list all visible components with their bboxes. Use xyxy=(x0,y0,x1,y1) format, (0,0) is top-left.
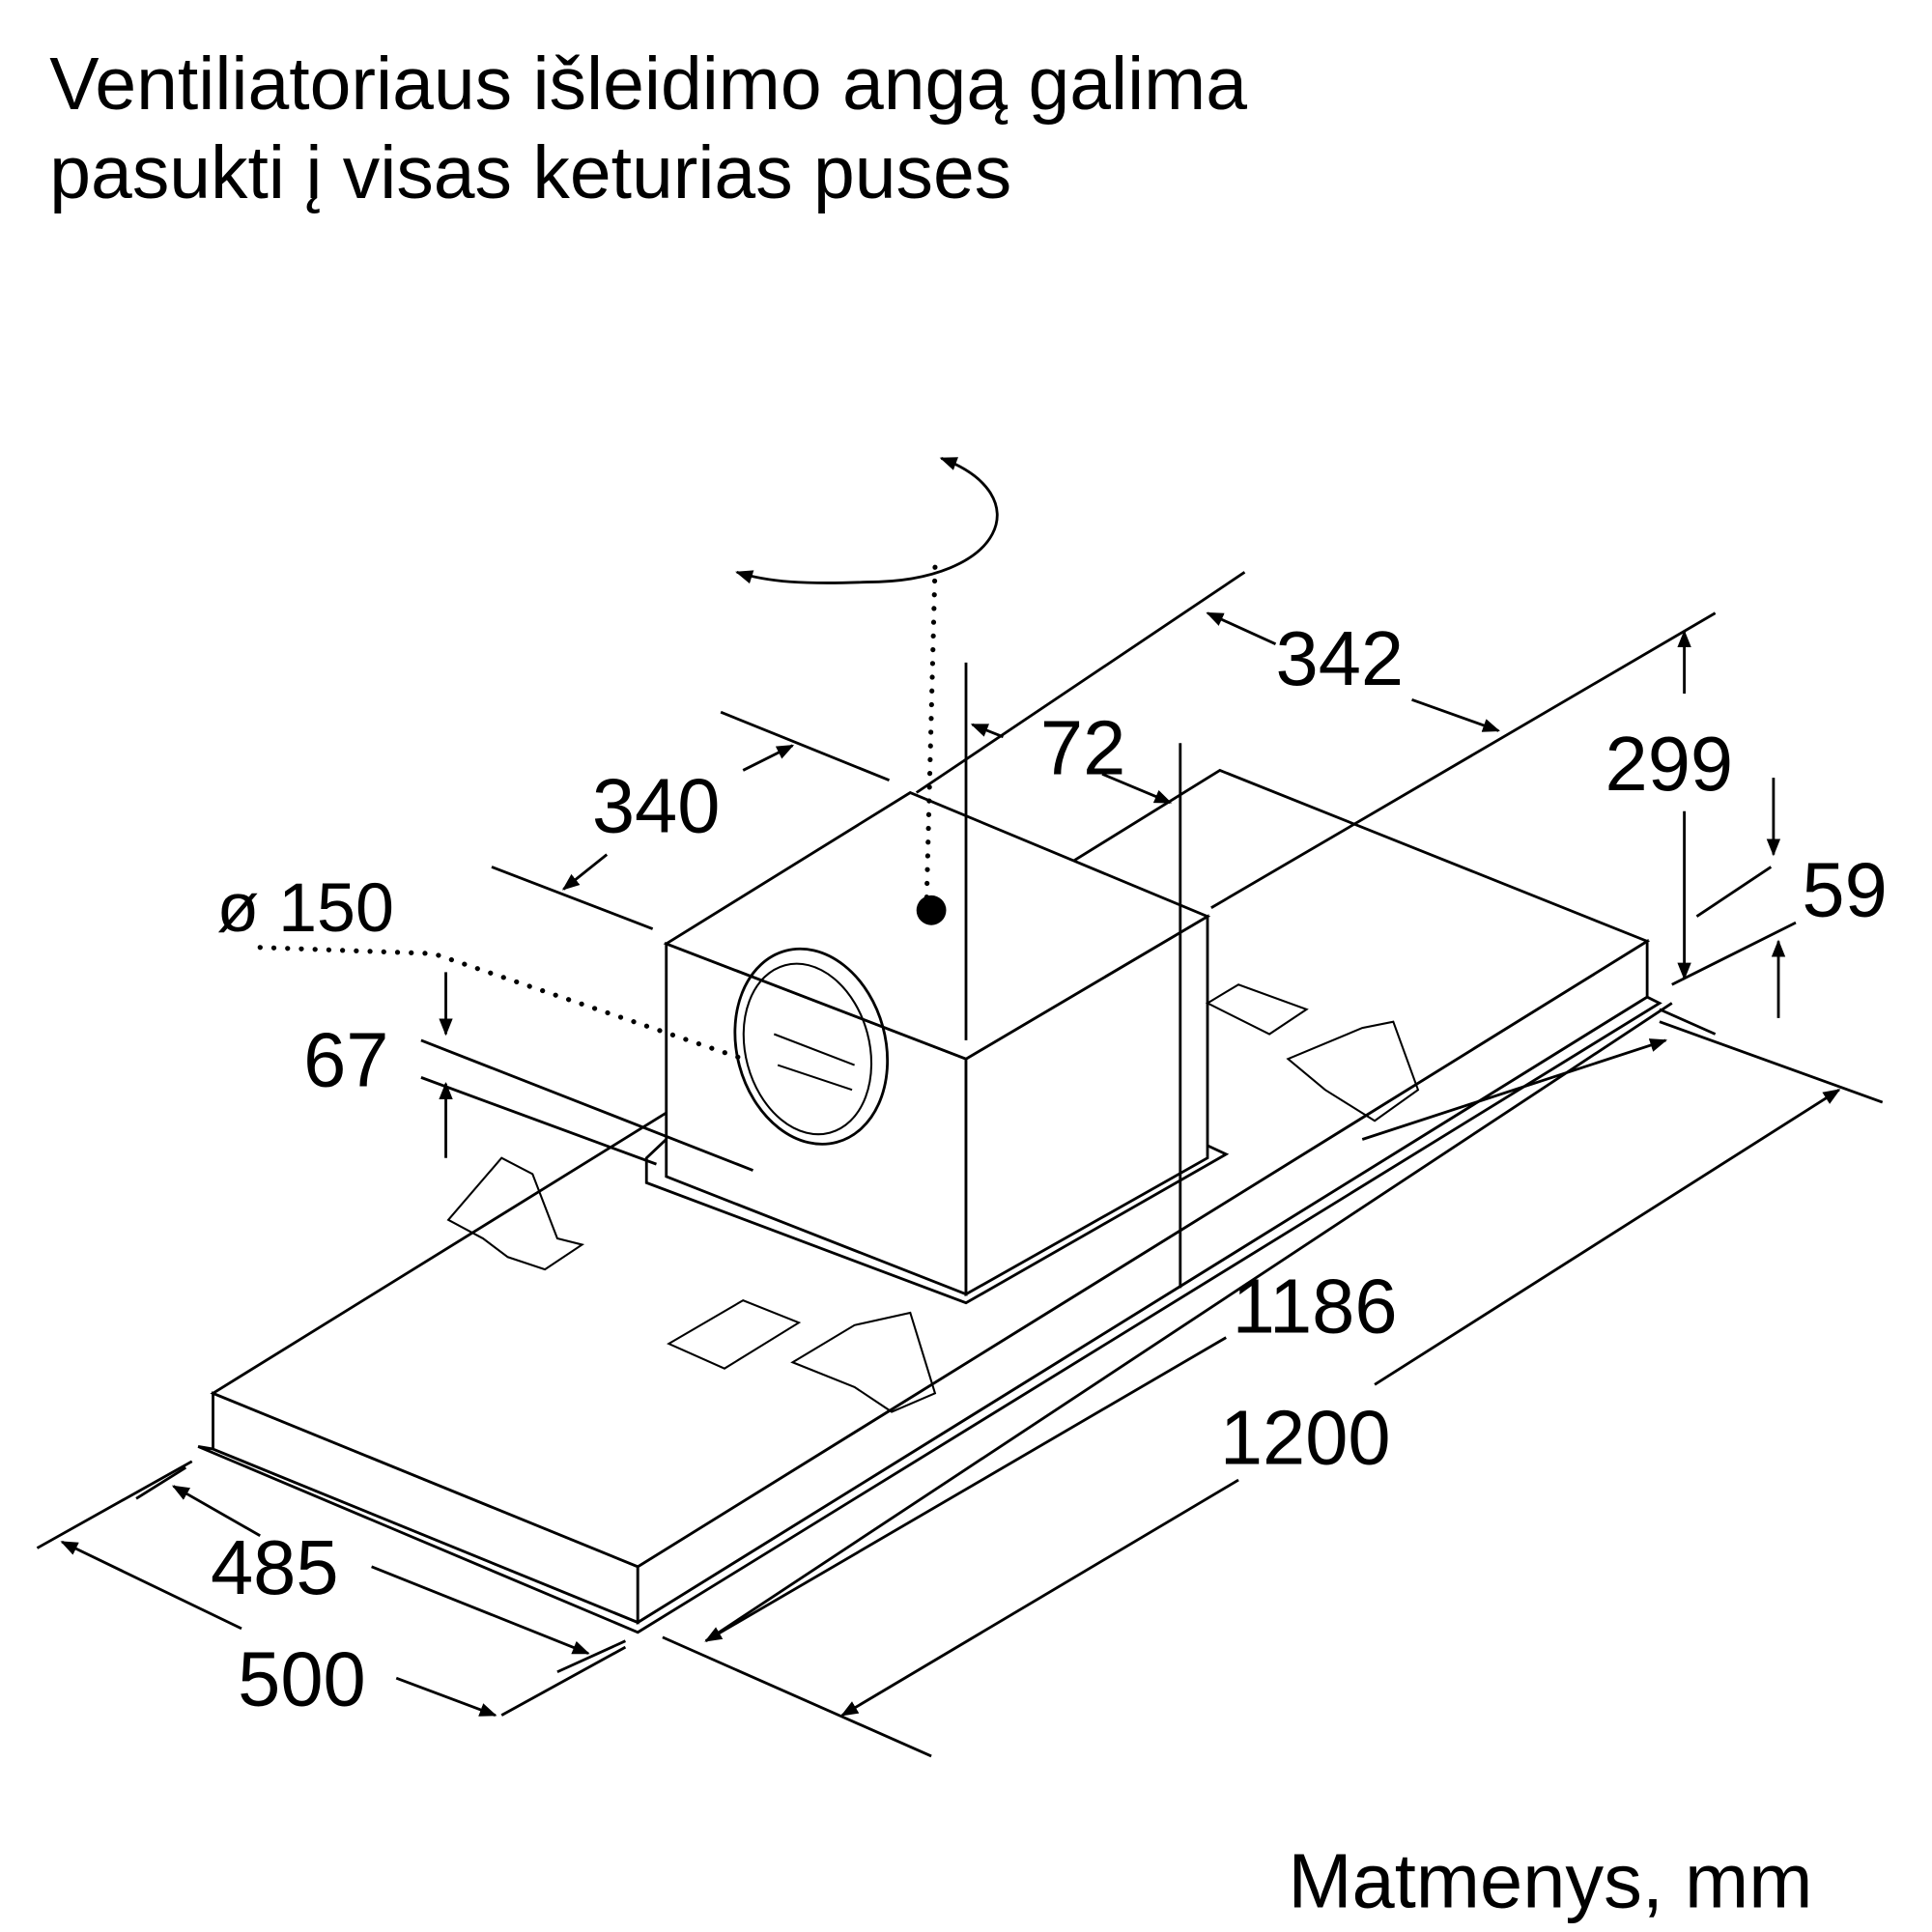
dim-diameter-150: ø 150 xyxy=(216,869,394,947)
units-note: Matmenys, mm xyxy=(1288,1837,1812,1923)
dim-342: 342 xyxy=(1276,615,1405,701)
dimension-labels: 342 72 340 299 59 ø 150 67 1186 1200 485… xyxy=(211,615,1888,1721)
dim-59: 59 xyxy=(1802,847,1887,933)
motor-box xyxy=(663,790,1211,1297)
dim-500: 500 xyxy=(238,1635,366,1721)
title-line-2: pasukti į visas keturias puses xyxy=(49,131,1011,214)
dim-485: 485 xyxy=(211,1524,339,1610)
rotation-arrow-icon xyxy=(735,457,999,584)
dim-340: 340 xyxy=(592,763,721,849)
duct-outlet xyxy=(733,947,890,1146)
mounting-brackets xyxy=(446,983,1420,1413)
dim-1186: 1186 xyxy=(1233,1263,1398,1349)
title-line-1: Ventiliatoriaus išleidimo angą galima xyxy=(49,43,1247,126)
dim-67: 67 xyxy=(303,1016,388,1102)
dim-72: 72 xyxy=(1040,704,1125,790)
dimension-lines xyxy=(36,571,1884,1758)
dim-299: 299 xyxy=(1605,721,1734,807)
dim-1200: 1200 xyxy=(1220,1394,1391,1480)
